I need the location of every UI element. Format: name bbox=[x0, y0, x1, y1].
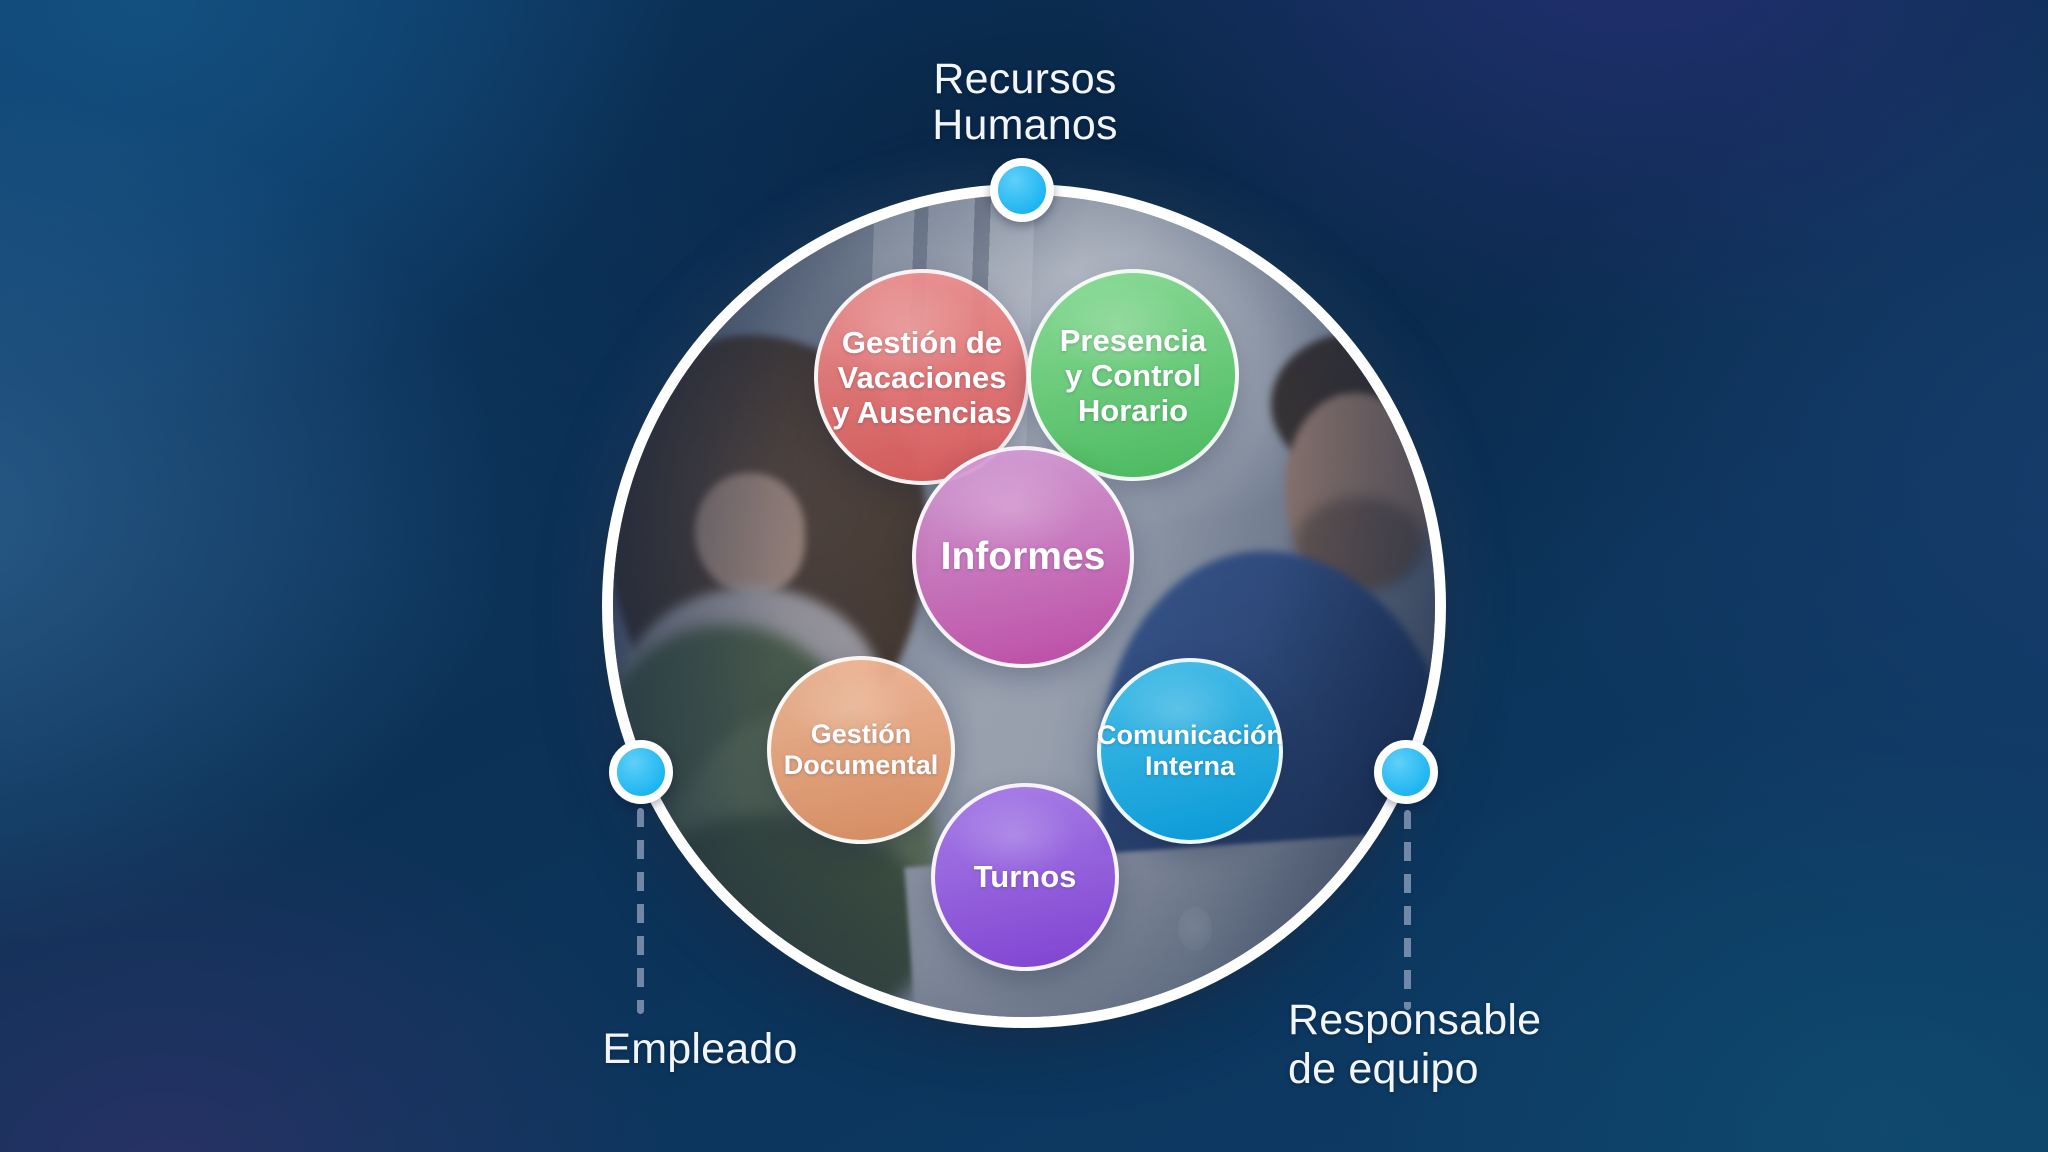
role-label-recursos-humanos: Recursos Humanos bbox=[775, 56, 1275, 148]
bubble-label-line: Gestión de bbox=[841, 324, 1003, 360]
bubble-label-line: Vacaciones bbox=[837, 359, 1007, 395]
bubble-label-line: Gestión bbox=[810, 719, 912, 749]
bubble-label-line: Comunicación bbox=[1096, 720, 1284, 750]
dashed-connector-right bbox=[1404, 810, 1411, 1010]
role-label-line: de equipo bbox=[1288, 1045, 1479, 1093]
feature-bubble-gestion-documental: Gestión Documental bbox=[767, 656, 955, 844]
connector-dot-left bbox=[609, 740, 673, 804]
bubble-label-line: Turnos bbox=[973, 859, 1077, 894]
bubble-label-line: y Control bbox=[1064, 357, 1202, 393]
role-label-line: Humanos bbox=[932, 101, 1118, 149]
connector-dot-top bbox=[990, 158, 1054, 222]
feature-bubble-presencia-control: Presencia y Control Horario bbox=[1027, 269, 1239, 481]
bubble-label-line: Presencia bbox=[1059, 322, 1207, 358]
role-label-line: Recursos bbox=[933, 55, 1117, 103]
bubble-label-line: Horario bbox=[1077, 392, 1189, 428]
role-label-responsable-equipo: Responsable de equipo bbox=[1288, 996, 1708, 1094]
bubble-label-line: Documental bbox=[783, 750, 939, 780]
bubble-label-line: Interna bbox=[1144, 751, 1236, 781]
photo-circle: Gestión de Vacaciones y Ausencias Presen… bbox=[602, 184, 1446, 1028]
dashed-connector-left bbox=[637, 808, 644, 1014]
connector-dot-right bbox=[1374, 740, 1438, 804]
role-label-empleado: Empleado bbox=[550, 1026, 850, 1072]
feature-bubble-informes: Informes bbox=[912, 446, 1134, 668]
role-label-line: Responsable bbox=[1288, 996, 1542, 1044]
bubble-label-line: y Ausencias bbox=[832, 394, 1012, 430]
role-label-line: Empleado bbox=[602, 1025, 798, 1073]
feature-bubble-turnos: Turnos bbox=[931, 783, 1119, 971]
feature-bubble-comunicacion-interna: Comunicación Interna bbox=[1097, 658, 1283, 844]
bubble-label-line: Informes bbox=[940, 535, 1106, 578]
